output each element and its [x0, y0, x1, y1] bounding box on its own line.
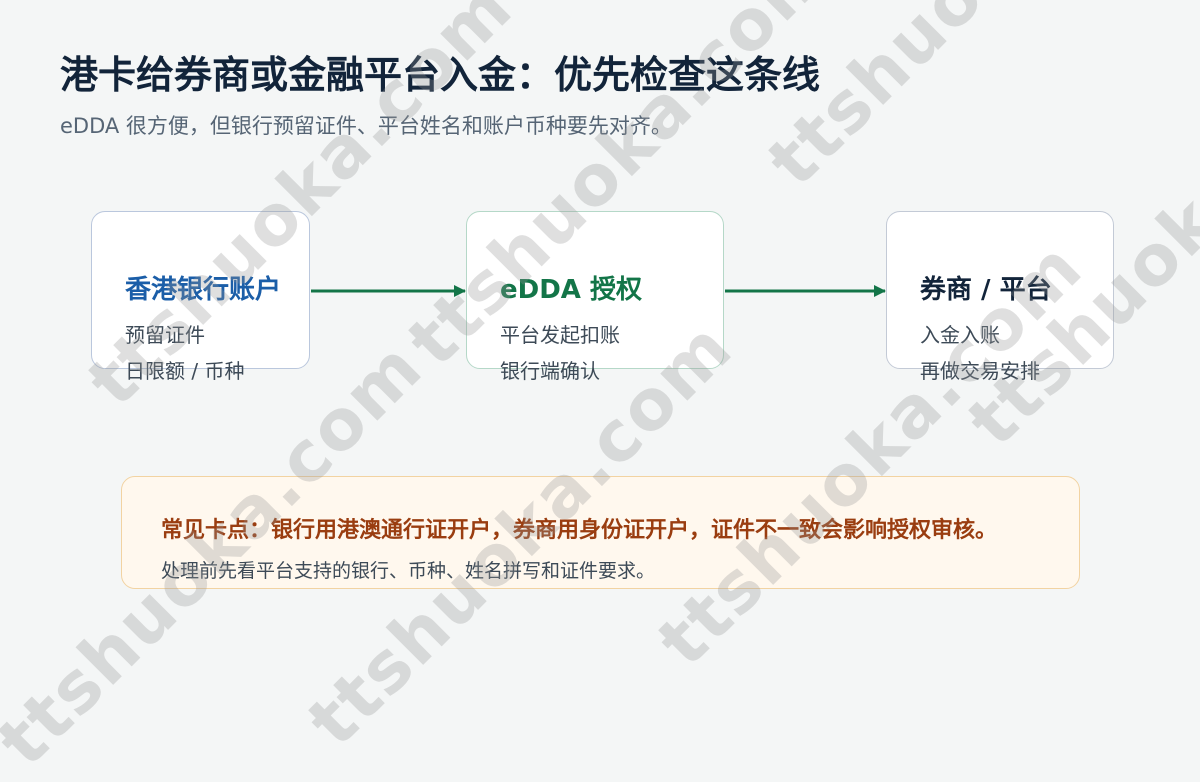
step-detail: 银行端确认	[500, 359, 600, 383]
warning-callout: 常见卡点：银行用港澳通行证开户，券商用身份证开户，证件不一致会影响授权审核。 处…	[121, 476, 1080, 589]
step-card-broker-platform: 券商 / 平台 入金入账 再做交易安排	[886, 211, 1114, 383]
step-detail: 平台发起扣账	[500, 323, 620, 347]
callout-title: 常见卡点：银行用港澳通行证开户，券商用身份证开户，证件不一致会影响授权审核。	[161, 518, 998, 543]
step-detail: 日限额 / 币种	[125, 359, 245, 383]
step-title: 香港银行账户	[125, 275, 282, 305]
step-detail: 预留证件	[125, 323, 205, 347]
step-detail: 再做交易安排	[920, 359, 1040, 383]
flow-arrows	[311, 285, 886, 297]
step-detail: 入金入账	[920, 323, 1000, 347]
callout-body: 处理前先看平台支持的银行、币种、姓名拼写和证件要求。	[161, 560, 656, 582]
page-subtitle: eDDA 很方便，但银行预留证件、平台姓名和账户币种要先对齐。	[60, 114, 672, 138]
step-title: 券商 / 平台	[920, 275, 1052, 305]
step-card-hk-bank-account: 香港银行账户 预留证件 日限额 / 币种	[91, 211, 310, 383]
page-title: 港卡给券商或金融平台入金：优先检查这条线	[60, 53, 821, 97]
step-card-edda-authorization: eDDA 授权 平台发起扣账 银行端确认	[466, 211, 724, 383]
step-title: eDDA 授权	[500, 275, 642, 305]
